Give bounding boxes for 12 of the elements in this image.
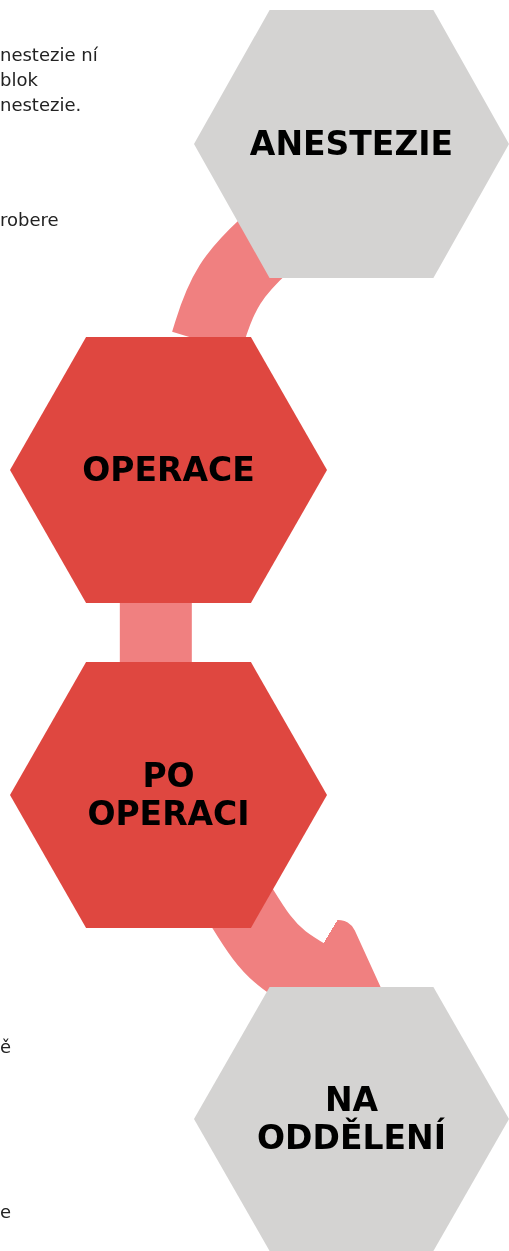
text-fragment: e [0, 1200, 12, 1224]
hexagon-step [10, 337, 327, 603]
text-fragment: nestezie ní blok nestezie. [0, 43, 99, 117]
step-label: PO OPERACI [86, 757, 251, 833]
hexagon-step [194, 987, 509, 1251]
hexagon-step [10, 662, 327, 928]
text-fragment: robere [0, 208, 59, 232]
step-label: OPERACE [81, 451, 256, 489]
step-label: ANESTEZIE [248, 125, 455, 163]
step-label: NA ODDĚLENÍ [256, 1081, 447, 1157]
hexagon-step [194, 10, 509, 278]
text-fragment: ě [0, 1035, 12, 1059]
